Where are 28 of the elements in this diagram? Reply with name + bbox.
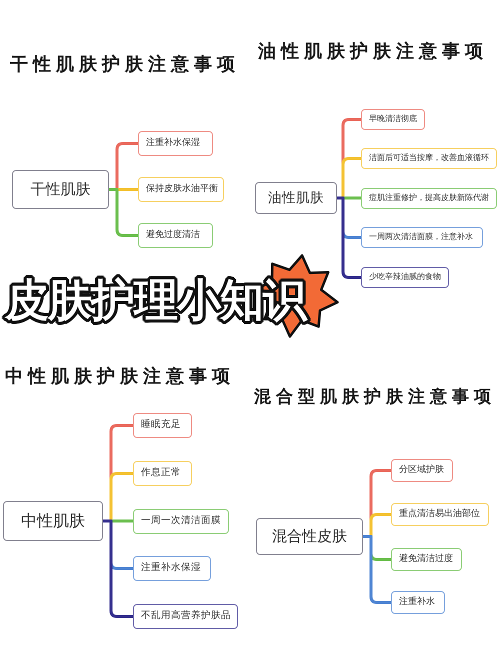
subtopic-box: 注重补水 [391,591,445,614]
subtopic-box: 重点清洁易出油部位 [391,503,489,526]
subtopic-box: 作息正常 [133,461,192,486]
section-heading: 干性肌肤护肤注意事项 [10,56,240,74]
subtopic-box: 注重补水保湿 [133,556,211,581]
subtopic-box: 注重补水保湿 [138,131,213,156]
subtopic-box: 睡眠充足 [133,413,192,438]
topic-box: 干性肌肤 [12,170,109,209]
subtopic-box: 痘肌注重修护，提高皮肤新陈代谢 [361,188,497,209]
subtopic-box: 避免过度清洁 [138,223,213,248]
section-heading: 油性肌肤护肤注意事项 [258,43,488,61]
subtopic-box: 避免清洁过度 [391,548,462,571]
subtopic-box: 洁面后可适当按摩，改善血液循环 [361,148,497,169]
section-heading: 混合型肌肤护肤注意事项 [254,389,496,406]
branch-line [109,188,138,237]
subtopic-box: 不乱用高营养护肤品 [133,604,238,629]
subtopic-box: 早晚清洁彻底 [361,109,425,130]
branch-line [363,535,391,604]
subtopic-box: 少吃辛辣油腻的食物 [361,267,449,288]
subtopic-box: 一周一次清洁面膜 [133,509,229,534]
subtopic-box: 一周两次清洁面膜，注意补水 [361,227,483,248]
section-heading: 中性肌肤护肤注意事项 [5,368,235,386]
subtopic-box: 保持皮肤水油平衡 [138,177,224,202]
topic-box: 混合性皮肤 [256,518,363,555]
subtopic-box: 分区域护肤 [391,459,453,482]
topic-box: 中性肌肤 [3,501,103,541]
topic-box: 油性肌肤 [255,182,337,214]
branch-line [103,520,133,618]
